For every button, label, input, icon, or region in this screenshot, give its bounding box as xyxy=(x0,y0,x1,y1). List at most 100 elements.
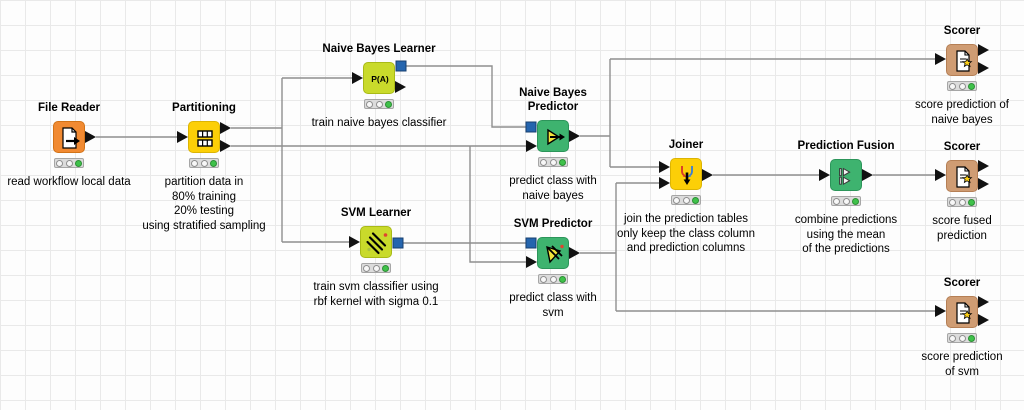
node-scorer-svm[interactable]: Scorer score prediction of svm xyxy=(921,277,1002,378)
nb-predictor-data-in-port[interactable] xyxy=(526,140,537,152)
partitioning-train-out-port[interactable] xyxy=(220,122,231,134)
node-svm-learner[interactable]: SVM Learner train svm classifier using r… xyxy=(313,207,438,308)
node-naive-bayes-predictor[interactable]: Naive Bayes Predictor predict class with… xyxy=(509,87,597,202)
node-file-reader[interactable]: File Reader read workflow local data xyxy=(7,102,130,188)
status-dot xyxy=(949,82,956,90)
node-annotation[interactable]: train svm classifier using rbf kernel wi… xyxy=(313,281,439,308)
partitioning-data-in-port[interactable] xyxy=(177,131,188,143)
status-dot xyxy=(958,334,966,342)
node-status-traffic-light xyxy=(538,274,568,284)
document-star-icon xyxy=(956,302,973,324)
prediction-fusion-out-port[interactable] xyxy=(862,169,873,181)
scorer-svm-out-port-2[interactable] xyxy=(978,314,989,326)
document-star-icon xyxy=(956,166,973,188)
node-label[interactable]: Scorer xyxy=(943,277,981,289)
node-annotation[interactable]: combine predictions using the mean of th… xyxy=(794,214,898,255)
status-dot-green xyxy=(692,196,699,204)
svm-learner-model-out-port[interactable] xyxy=(392,237,404,249)
node-label[interactable]: SVM Learner xyxy=(340,207,412,219)
prediction-fusion-node-icon[interactable] xyxy=(830,159,862,191)
scorer-nb-in-port[interactable] xyxy=(935,53,946,65)
file-reader-data-out-port[interactable] xyxy=(85,131,96,143)
node-annotation[interactable]: read workflow local data xyxy=(7,176,131,188)
node-annotation[interactable]: score prediction of naive bayes xyxy=(915,99,1009,126)
status-dot xyxy=(372,264,380,272)
node-svm-predictor[interactable]: SVM Predictor predict class with svm xyxy=(509,218,597,319)
scorer-svm-in-port[interactable] xyxy=(935,305,946,317)
nb-predictor-data-out-port[interactable] xyxy=(569,130,580,142)
status-dot-green xyxy=(559,158,566,166)
node-annotation[interactable]: train naive bayes classifier xyxy=(311,117,447,129)
nb-learner-stats-out-port[interactable] xyxy=(395,81,406,93)
wire-nb-model[interactable] xyxy=(406,65,526,128)
wire-test-to-svm-predictor[interactable] xyxy=(469,146,526,263)
nb-predictor-model-in-port[interactable] xyxy=(525,121,537,133)
node-label[interactable]: Partitioning xyxy=(172,102,236,114)
status-dot xyxy=(958,82,966,90)
svm-predictor-data-in-port[interactable] xyxy=(526,256,537,268)
node-label[interactable]: Scorer xyxy=(943,25,981,37)
node-scorer-naive-bayes[interactable]: Scorer score prediction of naive bayes xyxy=(915,25,1009,126)
status-dot xyxy=(949,334,956,342)
node-label[interactable]: SVM Predictor xyxy=(513,218,593,230)
naive-bayes-predictor-node-icon[interactable] xyxy=(537,120,569,152)
svm-predictor-model-in-port[interactable] xyxy=(525,237,537,249)
node-label[interactable]: Prediction Fusion xyxy=(797,140,895,152)
status-dot-green xyxy=(968,82,975,90)
scorer-fused-in-port[interactable] xyxy=(935,169,946,181)
partitioning-test-out-port[interactable] xyxy=(220,140,231,152)
nb-learner-model-out-port[interactable] xyxy=(395,60,407,72)
status-dot xyxy=(540,275,547,283)
scorer-svm-out-port-1[interactable] xyxy=(978,296,989,308)
node-annotation[interactable]: score fused prediction xyxy=(932,215,992,242)
status-dot xyxy=(366,100,373,108)
status-dot xyxy=(375,100,383,108)
node-label[interactable]: Joiner xyxy=(668,139,704,151)
file-reader-node-icon[interactable] xyxy=(53,121,85,153)
join-arrows-icon xyxy=(681,166,693,185)
node-prediction-fusion[interactable]: Prediction Fusion combine predictions us… xyxy=(795,140,897,255)
node-partitioning[interactable]: Partitioning partition data in 80% train… xyxy=(142,102,265,232)
node-label[interactable]: Naive Bayes Learner xyxy=(322,43,436,55)
node-annotation[interactable]: join the prediction tables only keep the… xyxy=(616,213,756,254)
naive-bayes-learner-node-icon[interactable]: P(A) xyxy=(363,62,395,94)
status-dot xyxy=(56,159,63,167)
joiner-bottom-in-port[interactable] xyxy=(659,177,670,189)
joiner-top-in-port[interactable] xyxy=(659,161,670,173)
status-dot xyxy=(842,197,850,205)
node-annotation[interactable]: predict class with naive bayes xyxy=(509,175,597,202)
svm-predictor-node-icon[interactable] xyxy=(537,237,569,269)
scorer-nb-out-port-1[interactable] xyxy=(978,44,989,56)
predictor-play-icon xyxy=(547,128,565,146)
scorer-node-icon[interactable] xyxy=(946,160,978,192)
prediction-fusion-in-port[interactable] xyxy=(819,169,830,181)
table-split-icon xyxy=(197,130,213,147)
node-label[interactable]: Naive Bayes Predictor xyxy=(519,87,587,113)
nb-learner-data-in-port[interactable] xyxy=(352,72,363,84)
node-annotation[interactable]: score prediction of svm xyxy=(921,351,1003,378)
node-naive-bayes-learner[interactable]: Naive Bayes Learner P(A) train naive bay… xyxy=(312,43,447,129)
node-label[interactable]: Scorer xyxy=(943,141,981,153)
svm-predictor-data-out-port[interactable] xyxy=(569,247,580,259)
node-status-traffic-light xyxy=(947,81,977,91)
joiner-out-port[interactable] xyxy=(702,169,713,181)
scorer-nb-out-port-2[interactable] xyxy=(978,62,989,74)
svm-learner-node-icon[interactable] xyxy=(360,226,392,258)
scorer-fused-out-port-2[interactable] xyxy=(978,178,989,190)
node-scorer-fused[interactable]: Scorer score fused prediction xyxy=(932,141,991,242)
partitioning-node-icon[interactable] xyxy=(188,121,220,153)
scorer-fused-out-port-1[interactable] xyxy=(978,160,989,172)
status-dot-green xyxy=(210,159,217,167)
svm-learner-data-in-port[interactable] xyxy=(349,236,360,248)
node-status-traffic-light xyxy=(538,157,568,167)
status-dot-green xyxy=(852,197,859,205)
node-joiner[interactable]: Joiner join the prediction tables only k… xyxy=(617,139,755,254)
node-label[interactable]: File Reader xyxy=(38,102,100,114)
fusion-triangles-icon xyxy=(839,167,851,186)
scorer-node-icon[interactable] xyxy=(946,44,978,76)
joiner-node-icon[interactable] xyxy=(670,158,702,190)
scorer-node-icon[interactable] xyxy=(946,296,978,328)
node-annotation[interactable]: partition data in 80% training 20% testi… xyxy=(142,176,266,232)
node-annotation[interactable]: predict class with svm xyxy=(509,292,597,319)
